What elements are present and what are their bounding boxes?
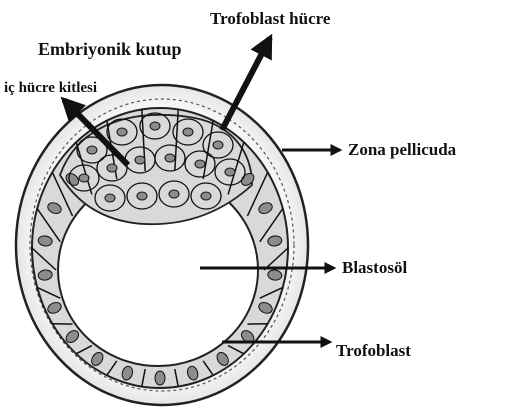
inner-cell-nucleus [165, 154, 175, 162]
label-zona-pellucida: Zona pellicuda [348, 140, 457, 159]
label-blastocoel: Blastosöl [342, 258, 407, 277]
inner-cell-nucleus [105, 194, 115, 202]
trophoblast-nucleus [155, 371, 165, 385]
inner-cell-nucleus [183, 128, 193, 136]
inner-cell-nucleus [137, 192, 147, 200]
inner-cell-nucleus [79, 174, 89, 182]
inner-cell-nucleus [213, 141, 223, 149]
inner-cell-nucleus [150, 122, 160, 130]
inner-cell-nucleus [225, 168, 235, 176]
label-embryonic-pole: Embriyonik kutup [38, 39, 182, 59]
label-inner-cell-mass: iç hücre kitlesi [4, 80, 97, 96]
label-trophoblast-cell: Trofoblast hücre [210, 9, 331, 28]
inner-cell-nucleus [117, 128, 127, 136]
inner-cell-nucleus [201, 192, 211, 200]
label-trophoblast: Trofoblast [336, 341, 411, 360]
inner-cell-nucleus [87, 146, 97, 154]
inner-cell-nucleus [107, 164, 117, 172]
inner-cell-nucleus [169, 190, 179, 198]
inner-cell-nucleus [135, 156, 145, 164]
inner-cell-nucleus [195, 160, 205, 168]
